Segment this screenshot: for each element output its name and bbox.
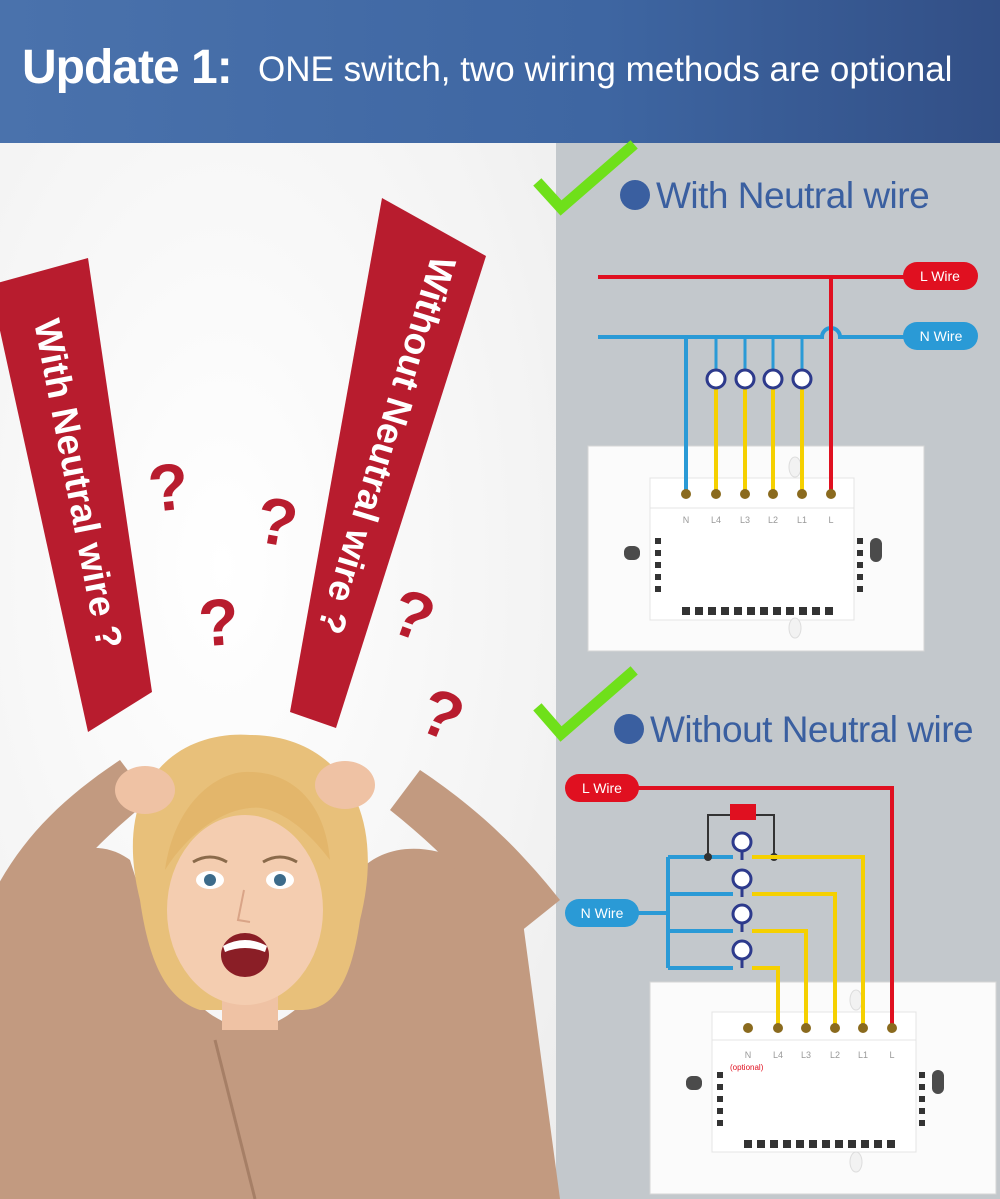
question-mark: ? bbox=[409, 672, 474, 756]
question-mark: ? bbox=[144, 448, 192, 526]
terminal-label: L bbox=[889, 1050, 894, 1060]
with-neutral-diagram: N L4 L3 L2 L1 L L Wire N Wire bbox=[587, 262, 978, 652]
resistor-icon bbox=[730, 804, 756, 820]
bulb-icon bbox=[731, 831, 753, 961]
header-banner: Update 1: ONE switch, two wiring methods… bbox=[0, 0, 1000, 143]
terminal-label: L2 bbox=[768, 515, 778, 525]
left-banner bbox=[0, 258, 152, 732]
right-banner bbox=[290, 198, 486, 728]
terminal-label: L bbox=[828, 515, 833, 525]
l-wire-label: L Wire bbox=[920, 268, 960, 284]
terminal-label: L1 bbox=[858, 1050, 868, 1060]
terminal-label: N bbox=[683, 515, 690, 525]
bullet-dot bbox=[620, 180, 650, 210]
l-wire-tag bbox=[565, 774, 639, 802]
terminal-label: N bbox=[745, 1050, 752, 1060]
check-icon bbox=[533, 140, 638, 216]
optional-note: (optional) bbox=[730, 1063, 764, 1072]
with-neutral-title: With Neutral wire bbox=[656, 175, 930, 216]
terminal-label: L1 bbox=[797, 515, 807, 525]
surprised-woman-illustration bbox=[0, 734, 560, 1199]
check-icon bbox=[533, 666, 638, 742]
bulb-icon bbox=[705, 368, 813, 390]
bullet-dot bbox=[614, 714, 644, 744]
header-update-label: Update 1: bbox=[22, 41, 233, 94]
n-wire-tag bbox=[903, 322, 978, 350]
terminal-label: L3 bbox=[740, 515, 750, 525]
terminal-label: L2 bbox=[830, 1050, 840, 1060]
terminal-label: L4 bbox=[711, 515, 721, 525]
l-wire-tag bbox=[903, 262, 978, 290]
without-neutral-title: Without Neutral wire bbox=[650, 709, 974, 750]
n-wire-label: N Wire bbox=[920, 328, 963, 344]
n-wire-label: N Wire bbox=[581, 905, 624, 921]
question-mark: ? bbox=[196, 584, 241, 661]
n-wire-tag bbox=[565, 899, 639, 927]
question-mark: ? bbox=[381, 573, 444, 656]
l-wire-label: L Wire bbox=[582, 780, 622, 796]
without-neutral-diagram: N L4 L3 L2 L1 L (optional) L Wire N Wire bbox=[565, 774, 997, 1195]
question-mark: ? bbox=[251, 482, 304, 562]
terminal-label: L4 bbox=[773, 1050, 783, 1060]
header-subtitle: ONE switch, two wiring methods are optio… bbox=[258, 50, 953, 89]
terminal-label: L3 bbox=[801, 1050, 811, 1060]
